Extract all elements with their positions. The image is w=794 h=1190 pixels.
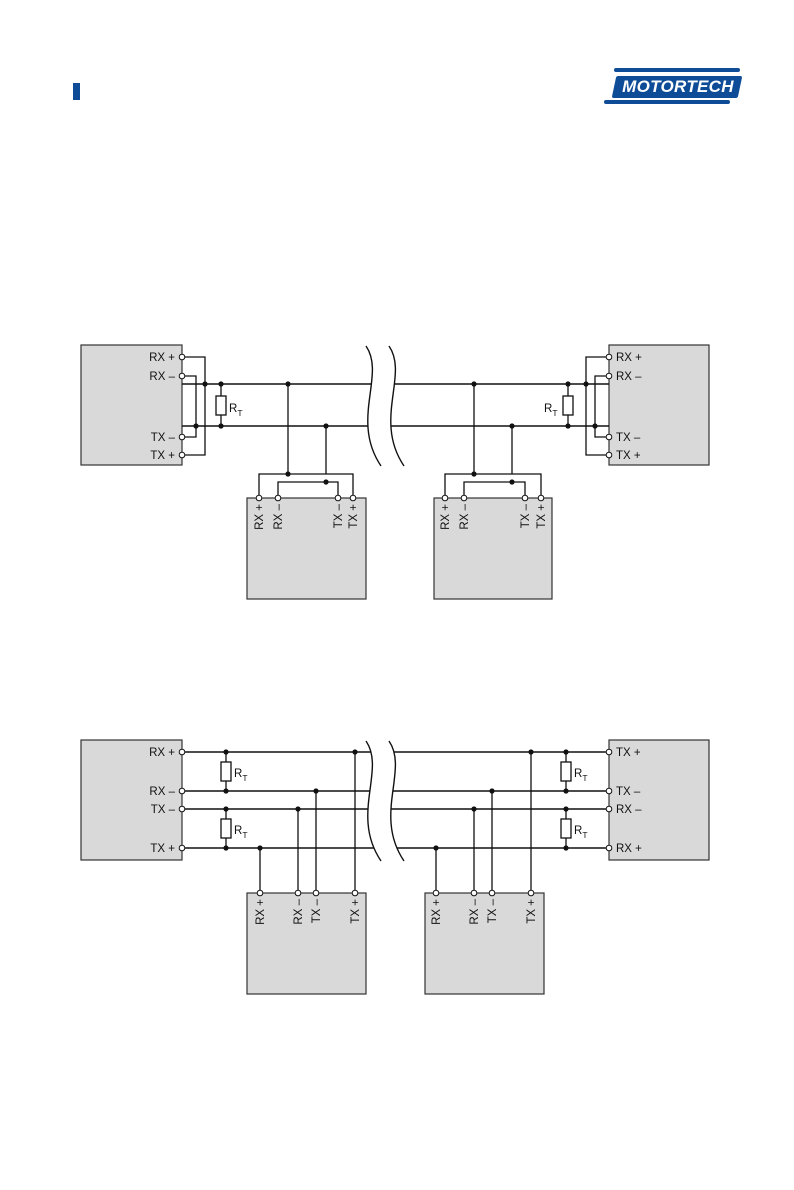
terminator-label: RT [574, 825, 588, 840]
pin-label: RX – [149, 786, 175, 798]
pin-label: TX – [333, 503, 345, 528]
terminator-label-left: RT [229, 403, 243, 418]
pin-label: RX + [616, 352, 642, 364]
pin-label: RX – [293, 898, 305, 924]
pin-label: TX – [487, 898, 499, 923]
pin-label: TX + [150, 843, 175, 855]
terminator-label: RT [234, 768, 248, 783]
pin-label: TX – [616, 786, 641, 798]
pin-label: RX – [469, 898, 481, 924]
pin-label: RX + [440, 504, 452, 530]
pin-label: RX – [616, 371, 642, 383]
two-wire-wiring-diagram: RT RT RX + RX – TX – TX + RX + RX – TX –… [0, 330, 794, 610]
pin-label: RX – [459, 503, 471, 529]
pin-label: RX + [616, 843, 642, 855]
pin-label: RX + [149, 747, 175, 759]
pin-label: TX – [311, 898, 323, 923]
pin-label: TX + [526, 899, 538, 924]
motortech-logo: MOTORTECH [604, 68, 740, 104]
pin-label: TX + [616, 747, 641, 759]
terminator-label: RT [234, 825, 248, 840]
pin-label: RX + [149, 352, 175, 364]
page-marker [73, 83, 80, 100]
pin-label: TX + [536, 504, 548, 529]
logo-text: MOTORTECH [616, 76, 740, 98]
pin-label: RX + [255, 899, 267, 925]
pin-label: TX + [616, 450, 641, 462]
pin-label: RX – [616, 804, 642, 816]
terminator-label: RT [574, 768, 588, 783]
pin-label: TX – [151, 432, 176, 444]
pin-label: TX + [150, 450, 175, 462]
terminator-label-right: RT [544, 403, 558, 418]
pin-label: TX + [348, 504, 360, 529]
pin-label: RX – [149, 371, 175, 383]
four-wire-wiring-diagram: RT RT RT RT RX + RX – TX – TX + TX + TX … [0, 725, 794, 1005]
pin-label: RX + [431, 899, 443, 925]
pin-label: TX – [520, 503, 532, 528]
pin-label: RX – [273, 503, 285, 529]
pin-label: RX + [254, 504, 266, 530]
pin-label: TX – [151, 804, 176, 816]
pin-label: TX – [616, 432, 641, 444]
pin-label: TX + [350, 899, 362, 924]
